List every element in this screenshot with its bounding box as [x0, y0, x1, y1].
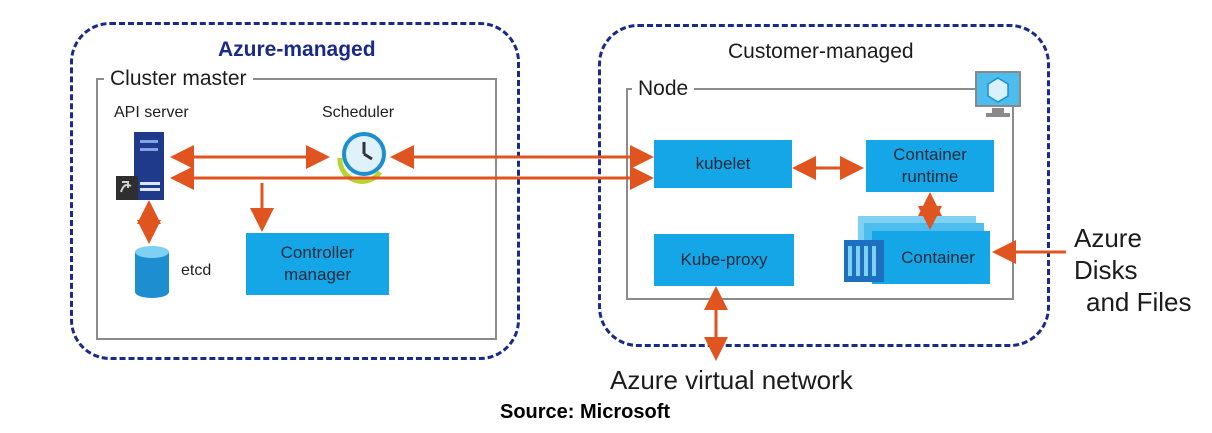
scheduler-label: Scheduler [322, 104, 395, 121]
node-label: Node [632, 77, 695, 101]
source-caption: Source: Microsoft [500, 401, 671, 423]
api-server-label: API server [114, 104, 189, 121]
azure-managed-region [70, 22, 520, 360]
etcd-label: etcd [181, 262, 212, 279]
customer-managed-title: Customer-managed [728, 40, 914, 63]
cluster-master-frame [96, 78, 497, 340]
cluster-master-label: Cluster master [104, 67, 253, 91]
monitor-icon [975, 71, 1021, 117]
kube-proxy-box: Kube-proxy [654, 234, 794, 286]
container-runtime-box: Container runtime [866, 140, 994, 192]
azure-disks-line1: Azure Disks [1074, 223, 1142, 285]
node-frame [626, 88, 1014, 300]
kubelet-box: kubelet [654, 140, 792, 188]
server-icon [116, 132, 164, 200]
azure-disks-label: Azure Disks and Files [1074, 222, 1212, 318]
controller-manager-box: Controller manager [246, 233, 389, 295]
container-label: Container [901, 247, 975, 267]
container-icon [844, 240, 884, 282]
container-box: Container [872, 231, 990, 284]
database-icon [135, 246, 169, 298]
azure-vnet-label: Azure virtual network [610, 365, 853, 395]
azure-disks-line2: and Files [1086, 287, 1192, 317]
azure-managed-title: Azure-managed [218, 38, 376, 61]
